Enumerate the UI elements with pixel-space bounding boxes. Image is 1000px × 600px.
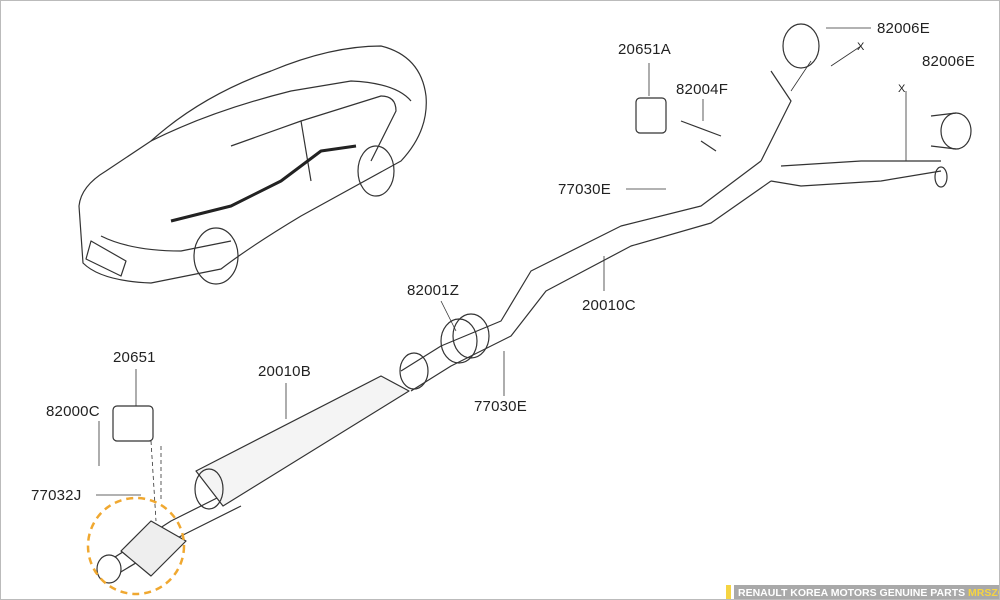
exhaust-pipe: [96, 70, 948, 584]
part-label-82006E: 82006E: [922, 53, 975, 70]
part-label-82000C: 82000C: [46, 403, 100, 420]
car-exhaust-line: [170, 144, 357, 223]
dimension-x-label: X: [898, 83, 906, 95]
dimension-x-label: X: [857, 41, 865, 53]
part-20651-sensor: [112, 405, 154, 442]
part-label-77032J: 77032J: [31, 487, 82, 504]
part-label-20651: 20651: [113, 349, 156, 366]
part-label-82006E: 82006E: [877, 20, 930, 37]
part-label-77030E: 77030E: [474, 398, 527, 415]
part-82004F-bracket: [680, 120, 722, 152]
footer-accent: [726, 585, 731, 599]
car-outline: [78, 45, 427, 285]
highlight-circle: [86, 496, 186, 596]
part-20651A-sensor: [635, 97, 667, 134]
part-label-20010C: 20010C: [582, 297, 636, 314]
part-82006E-clamp-b: [940, 112, 972, 150]
footer-text: RENAULT KOREA MOTORS GENUINE PARTS: [738, 587, 969, 599]
footer-banner: RENAULT KOREA MOTORS GENUINE PARTS MRSZO…: [734, 585, 999, 599]
part-label-20010B: 20010B: [258, 363, 311, 380]
part-82006E-clamp-a: [782, 23, 820, 69]
part-label-82001Z: 82001Z: [407, 282, 460, 299]
footer-brand: MRSZONE: [968, 587, 999, 599]
part-label-77030E: 77030E: [558, 181, 611, 198]
part-label-20651A: 20651A: [618, 41, 671, 58]
part-label-82004F: 82004F: [676, 81, 729, 98]
